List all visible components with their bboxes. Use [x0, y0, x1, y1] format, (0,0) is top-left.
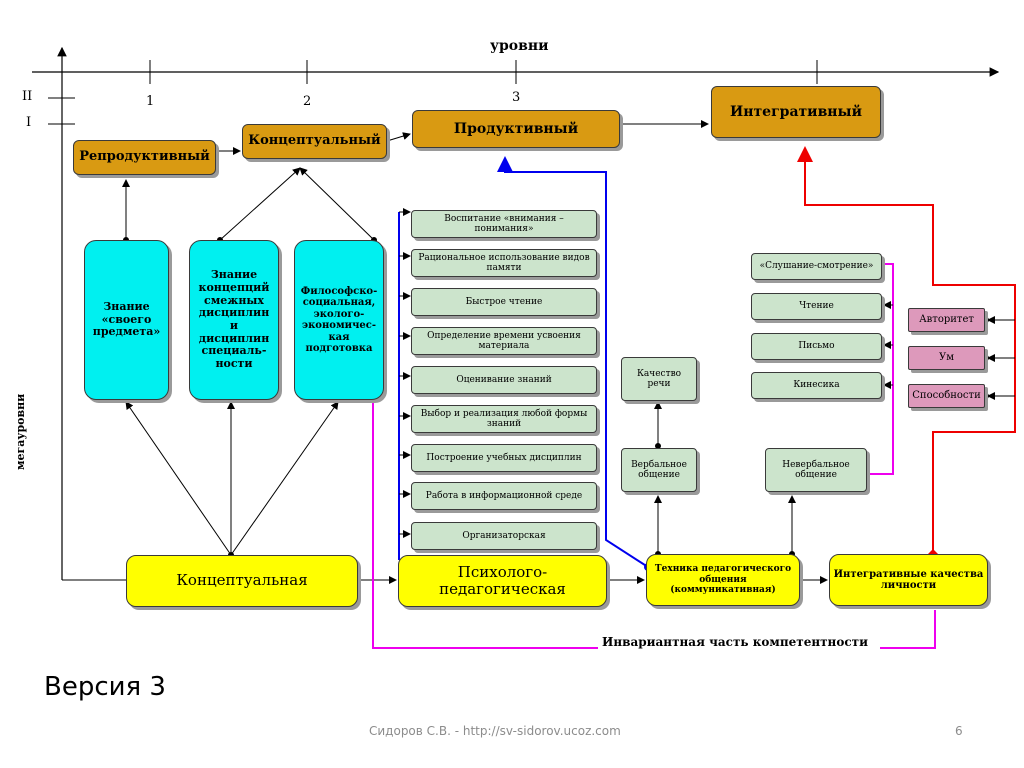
integrative-qualities-box: Интегративные качества личности [829, 554, 988, 606]
level-tick-1: 1 [146, 94, 155, 109]
green-item-organizational: Организаторская [411, 522, 597, 550]
footer-author: Сидоров С.В. - http://sv-sidorov.ucoz.co… [369, 724, 621, 738]
speech-quality-box: Качество речи [621, 357, 697, 401]
reproductive-box: Репродуктивный [73, 140, 216, 175]
integrative-level-box: Интегративный [711, 86, 881, 138]
productive-box: Продуктивный [412, 110, 620, 148]
green-item-learning-time: Определение времени усвоения материала [411, 327, 597, 355]
green-item-knowledge-form: Выбор и реализация любой формы знаний [411, 405, 597, 433]
level-tick-3: 3 [512, 90, 521, 105]
invariant-part-label: Инвариантная часть компетентности [598, 635, 872, 649]
conceptual-level-box: Концептуальный [242, 124, 387, 159]
green-item-disciplines: Построение учебных дисциплин [411, 444, 597, 472]
conceptual-megalevel-box: Концептуальная [126, 555, 358, 607]
level-mark-ii: II [22, 89, 33, 104]
slide-title: Версия 3 [44, 672, 166, 702]
kinesics-box: Кинесика [751, 372, 882, 399]
communication-technique-box: Техника педагогического общения (коммуни… [646, 554, 800, 606]
philosophical-training-box: Философско-социальная, эколого-экономиче… [294, 240, 384, 400]
green-item-memory: Рациональное использование видов памяти [411, 249, 597, 277]
writing-box: Письмо [751, 333, 882, 360]
authority-box: Авторитет [908, 308, 985, 332]
related-disciplines-box: Знание концепций смежных дисциплин и дис… [189, 240, 279, 400]
abilities-box: Способности [908, 384, 985, 408]
psych-ped-megalevel-box: Психолого-педагогическая [398, 555, 607, 607]
level-tick-2: 2 [303, 94, 312, 109]
subject-knowledge-box: Знание «своего предмета» [84, 240, 169, 400]
page-number: 6 [955, 724, 963, 738]
nonverbal-communication-box: Невербальное общение [765, 448, 867, 492]
green-item-info-environment: Работа в информационной среде [411, 482, 597, 510]
megalevels-axis-label: мегауровни [14, 393, 27, 470]
reading-box: Чтение [751, 293, 882, 320]
level-mark-i: I [26, 115, 32, 130]
verbal-communication-box: Вербальное общение [621, 448, 697, 492]
green-item-fast-reading: Быстрое чтение [411, 288, 597, 316]
levels-axis-label: уровни [490, 38, 549, 54]
listening-watching-box: «Слушание-смотрение» [751, 253, 882, 280]
green-item-attention: Воспитание «внимания – понимания» [411, 210, 597, 238]
green-item-assessment: Оценивание знаний [411, 366, 597, 394]
mind-box: Ум [908, 346, 985, 370]
